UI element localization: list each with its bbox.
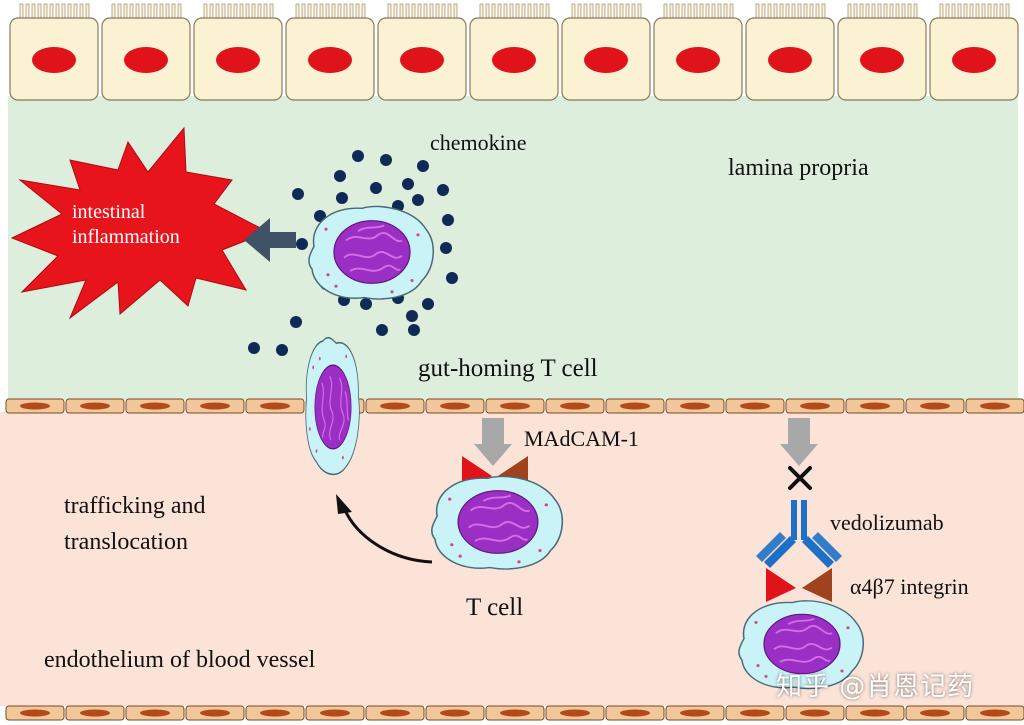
- inflammation-label: inflammation: [72, 226, 180, 248]
- integrin-label: α4β7 integrin: [850, 574, 969, 599]
- endothelial-cell: [245, 398, 305, 414]
- endothelial-cell: [665, 705, 725, 721]
- trafficking-line2: translocation: [64, 529, 188, 555]
- trafficking-label: trafficking and translocation: [64, 488, 206, 560]
- endothelial-cell: [845, 398, 905, 414]
- vedolizumab-label: vedolizumab: [830, 510, 944, 535]
- epithelial-cell: [561, 3, 651, 101]
- endothelial-cell: [425, 705, 485, 721]
- epithelial-cell: [469, 3, 559, 101]
- inflammation-burst: [10, 126, 270, 320]
- endothelium-top: [5, 398, 1024, 414]
- epithelial-cell: [377, 3, 467, 101]
- madcam1-label: MAdCAM-1: [524, 426, 639, 451]
- epithelial-cell: [653, 3, 743, 101]
- activated-t-cell: [307, 205, 435, 300]
- intestinal-label: intestinal: [72, 201, 146, 223]
- epithelium-layer: [9, 3, 1019, 101]
- endothelial-cell: [5, 705, 65, 721]
- epithelial-cell: [929, 3, 1019, 101]
- binding-t-cell: [430, 475, 564, 570]
- t-cell-label: T cell: [466, 594, 524, 621]
- integrin-right: [766, 568, 832, 602]
- endothelial-cell: [785, 705, 845, 721]
- endothelial-cell: [125, 398, 185, 414]
- endothelial-cell: [545, 705, 605, 721]
- watermark: 知乎 @肖恩记药: [776, 672, 975, 702]
- endothelial-cell: [125, 705, 185, 721]
- endothelial-cell: [725, 398, 785, 414]
- endothelial-cell: [245, 705, 305, 721]
- epithelial-cell: [9, 3, 99, 101]
- endothelial-cell: [185, 398, 245, 414]
- endothelial-cell: [605, 705, 665, 721]
- endothelial-cell: [965, 398, 1024, 414]
- inflammation-arrow: [244, 218, 296, 262]
- endothelial-cell: [905, 398, 965, 414]
- lamina-propria-label: lamina propria: [728, 155, 869, 181]
- endothelial-cell: [965, 705, 1024, 721]
- endothelial-cell: [425, 398, 485, 414]
- endothelial-cell: [725, 705, 785, 721]
- epithelial-cell: [193, 3, 283, 101]
- endothelial-cell: [305, 705, 365, 721]
- vedolizumab-antibody: [756, 500, 842, 568]
- gut-homing-t-cell-label: gut-homing T cell: [418, 355, 598, 382]
- endothelial-cell: [365, 705, 425, 721]
- endothelial-cell: [665, 398, 725, 414]
- endothelial-cell: [785, 398, 845, 414]
- trafficking-arrow: [342, 507, 433, 564]
- endothelial-cell: [545, 398, 605, 414]
- endothelial-cell: [485, 398, 545, 414]
- endothelium-bottom: [5, 705, 1024, 721]
- madcam1-right: [780, 418, 818, 466]
- chemokine-dots: [248, 150, 458, 356]
- block-cross: [788, 466, 812, 490]
- migrating-t-cell: [304, 336, 361, 476]
- epithelial-cell: [745, 3, 835, 101]
- endothelial-cell: [5, 398, 65, 414]
- chemokine-label: chemokine: [430, 130, 527, 155]
- epithelial-cell: [285, 3, 375, 101]
- trafficking-line1: trafficking and: [64, 493, 206, 519]
- endothelial-cell: [845, 705, 905, 721]
- endothelial-cell: [485, 705, 545, 721]
- endothelial-cell: [65, 705, 125, 721]
- endothelial-cell: [65, 398, 125, 414]
- epithelial-cell: [101, 3, 191, 101]
- endothelial-cell: [605, 398, 665, 414]
- intestinal-inflammation-label: intestinal inflammation: [72, 200, 180, 250]
- endothelial-cell: [905, 705, 965, 721]
- endothelium-label: endothelium of blood vessel: [44, 647, 316, 673]
- endothelial-cell: [365, 398, 425, 414]
- endothelial-cell: [185, 705, 245, 721]
- madcam1-left: [474, 418, 512, 466]
- epithelial-cell: [837, 3, 927, 101]
